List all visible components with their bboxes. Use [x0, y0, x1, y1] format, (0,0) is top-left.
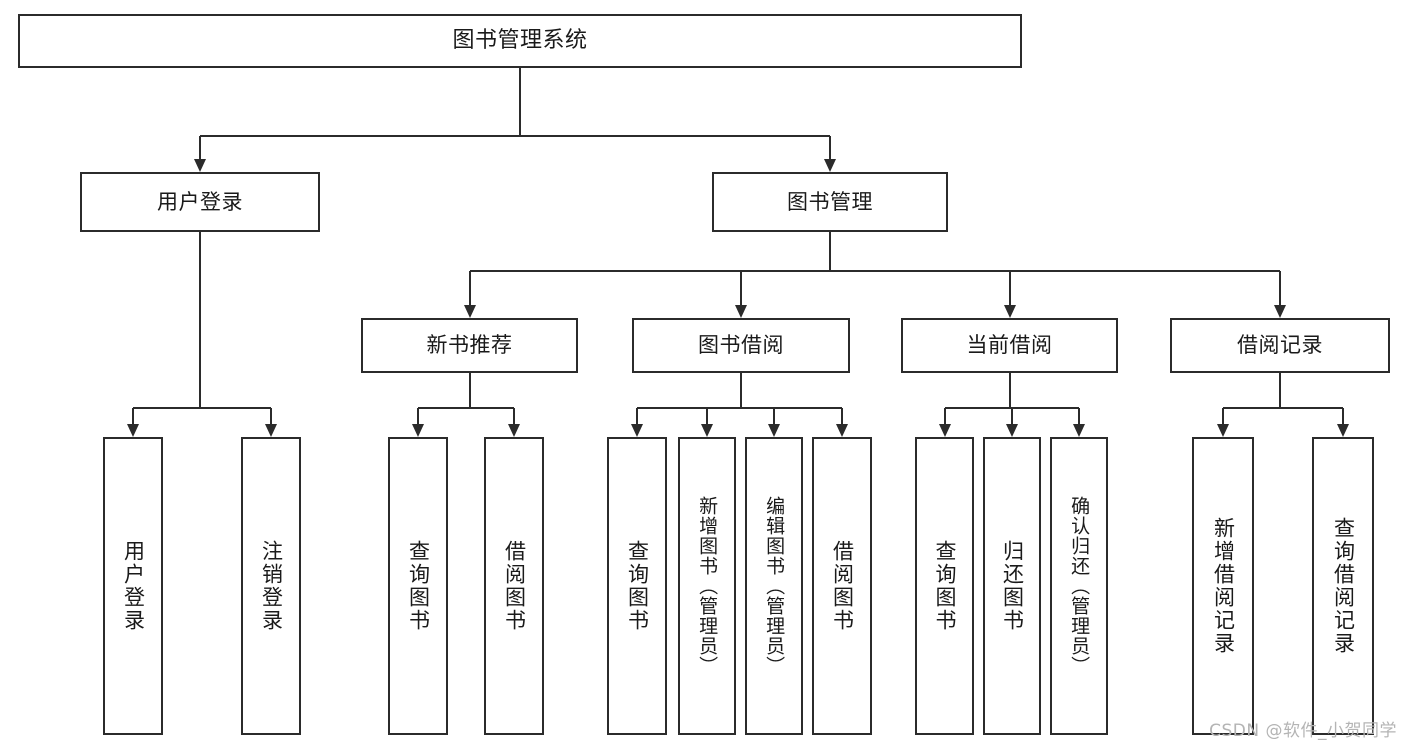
- leaf-add-borrow-record[interactable]: 新增借阅记录: [1192, 437, 1254, 735]
- leaf-borrow-book[interactable]: 借阅图书: [812, 437, 872, 735]
- connector-arrowhead: [463, 305, 476, 318]
- node-borrow-record[interactable]: 借阅记录: [1170, 318, 1390, 373]
- connector-horizontal: [1223, 407, 1343, 409]
- leaf-edit-book-admin[interactable]: 编辑图书（管理员）: [745, 437, 803, 735]
- connector-vertical: [706, 408, 708, 425]
- connector-arrowhead: [412, 424, 424, 437]
- connector-vertical: [841, 408, 843, 425]
- connector-vertical: [270, 408, 272, 425]
- connector-arrowhead: [127, 424, 139, 437]
- connector-arrowhead: [1073, 424, 1085, 437]
- connector-vertical: [943, 408, 946, 425]
- node-label: 图书管理: [787, 189, 873, 214]
- connector-arrowhead: [1274, 305, 1286, 318]
- node-current-borrow[interactable]: 当前借阅: [901, 318, 1118, 373]
- node-new-book-recommend[interactable]: 新书推荐: [361, 318, 578, 373]
- connector-vertical: [1279, 271, 1281, 306]
- connector-vertical: [1222, 408, 1224, 425]
- node-root-system[interactable]: 图书管理系统: [18, 14, 1022, 68]
- node-label: 图书管理系统: [452, 28, 588, 54]
- watermark-text: CSDN @软件_小贺同学: [1209, 721, 1397, 741]
- node-label: 新书推荐: [426, 333, 513, 358]
- connector-arrowhead: [938, 424, 951, 437]
- connector-vertical: [468, 271, 471, 306]
- connector-horizontal: [469, 270, 1280, 272]
- connector-arrowhead: [1003, 305, 1016, 318]
- node-label: 借阅图书: [830, 540, 855, 632]
- connector-arrowhead: [508, 424, 520, 437]
- leaf-confirm-return-admin[interactable]: 确认归还（管理员）: [1050, 437, 1108, 735]
- node-label: 查询图书: [932, 540, 957, 632]
- node-label: 当前借阅: [966, 333, 1053, 358]
- node-label: 归还图书: [1000, 540, 1025, 632]
- connector-horizontal: [637, 407, 842, 409]
- node-label: 编辑图书（管理员）: [763, 496, 786, 676]
- connector-arrowhead: [1217, 424, 1229, 437]
- connector-vertical: [519, 68, 521, 136]
- connector-arrowhead: [768, 424, 780, 437]
- connector-vertical: [468, 373, 471, 408]
- connector-vertical: [1279, 373, 1281, 408]
- connector-horizontal: [200, 135, 830, 137]
- node-label: 用户登录: [157, 189, 243, 214]
- node-label: 新增借阅记录: [1211, 517, 1236, 655]
- connector-vertical: [740, 271, 742, 306]
- node-label: 注销登录: [259, 540, 284, 632]
- connector-arrowhead: [701, 424, 713, 437]
- node-label: 借阅图书: [502, 540, 527, 632]
- leaf-query-borrow-record[interactable]: 查询借阅记录: [1312, 437, 1374, 735]
- connector-arrowhead: [836, 424, 848, 437]
- leaf-add-book-admin[interactable]: 新增图书（管理员）: [678, 437, 736, 735]
- connector-vertical: [1342, 408, 1344, 425]
- connector-vertical: [417, 408, 419, 425]
- node-label: 查询借阅记录: [1331, 517, 1356, 655]
- connector-arrowhead: [631, 424, 643, 437]
- leaf-query-book-current[interactable]: 查询图书: [915, 437, 974, 735]
- node-user-login[interactable]: 用户登录: [80, 172, 320, 232]
- connector-vertical: [199, 232, 201, 408]
- connector-arrowhead: [1006, 424, 1018, 437]
- leaf-return-book[interactable]: 归还图书: [983, 437, 1041, 735]
- leaf-borrow-book-recommend[interactable]: 借阅图书: [484, 437, 544, 735]
- connector-vertical: [1078, 408, 1080, 425]
- connector-arrowhead: [824, 159, 836, 172]
- node-label: 查询图书: [625, 540, 650, 632]
- connector-vertical: [199, 136, 201, 160]
- connector-vertical: [636, 408, 638, 425]
- leaf-user-login[interactable]: 用户登录: [103, 437, 163, 735]
- connector-arrowhead: [1337, 424, 1349, 437]
- node-label: 新增图书（管理员）: [696, 496, 719, 676]
- connector-vertical: [773, 408, 775, 425]
- node-book-management[interactable]: 图书管理: [712, 172, 948, 232]
- connector-arrowhead: [735, 305, 747, 318]
- node-label: 查询图书: [406, 540, 431, 632]
- connector-vertical: [1011, 408, 1013, 425]
- node-book-borrow[interactable]: 图书借阅: [632, 318, 850, 373]
- connector-vertical: [1008, 373, 1011, 408]
- leaf-logout[interactable]: 注销登录: [241, 437, 301, 735]
- connector-horizontal: [418, 407, 514, 409]
- connector-arrowhead: [265, 424, 277, 437]
- connector-vertical: [829, 136, 831, 160]
- leaf-query-book-borrow[interactable]: 查询图书: [607, 437, 667, 735]
- connector-vertical: [829, 232, 831, 271]
- connector-vertical: [1008, 271, 1011, 306]
- connector-vertical: [132, 408, 134, 425]
- connector-horizontal: [133, 407, 271, 409]
- leaf-query-book-recommend[interactable]: 查询图书: [388, 437, 448, 735]
- node-label: 确认归还（管理员）: [1068, 496, 1091, 676]
- node-label: 图书借阅: [698, 333, 784, 358]
- node-label: 借阅记录: [1237, 333, 1323, 358]
- connector-vertical: [513, 408, 515, 425]
- connector-vertical: [740, 373, 742, 408]
- connector-arrowhead: [194, 159, 206, 172]
- node-label: 用户登录: [121, 540, 146, 632]
